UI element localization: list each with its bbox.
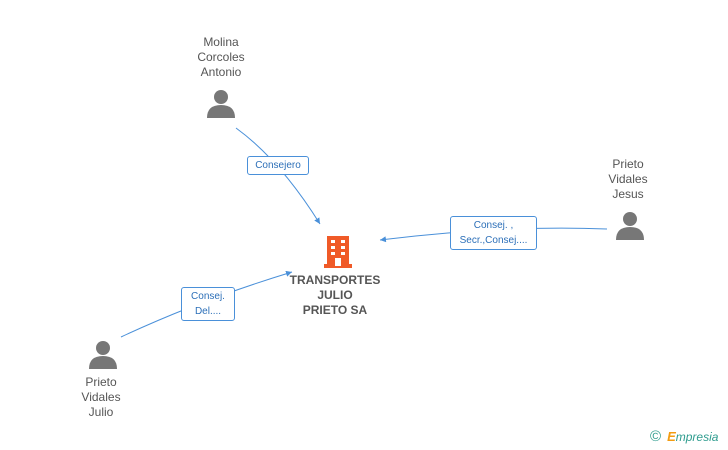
person-name-line: Julio [88,405,114,419]
brand-rest: mpresia [675,430,719,444]
brand-e: E [667,429,676,444]
role-line: Consejero [255,160,301,171]
person-name[interactable]: Prieto Vidales Julio [56,375,146,420]
role-line: Consej. [191,291,225,302]
company-name-line: TRANSPORTES [289,273,381,287]
role-line: Del.... [194,306,222,317]
person-name-line: Prieto [612,157,644,171]
brand-wordmark: Empresia [667,429,718,444]
role-label-molina[interactable]: Consejero [247,156,309,175]
person-name-line: Prieto [85,375,117,389]
person-name-line: Corcoles [197,50,245,64]
person-name-line: Jesus [612,187,644,201]
person-name[interactable]: Prieto Vidales Jesus [583,157,673,202]
company-name-line: PRIETO SA [302,303,368,317]
person-icon [89,341,117,369]
person-icon [207,90,235,118]
person-name-line: Antonio [200,65,242,79]
person-name[interactable]: Molina Corcoles Antonio [176,35,266,80]
person-name-line: Vidales [608,172,648,186]
person-icon [616,212,644,240]
role-label-prieto-jesus[interactable]: Consej. , Secr.,Consej.... [450,216,537,250]
company-name-line: JULIO [317,288,353,302]
person-name-line: Molina [203,35,239,49]
edge-molina-company [235,127,321,225]
role-line: Secr.,Consej.... [459,235,528,246]
company-name[interactable]: TRANSPORTES JULIO PRIETO SA [280,273,390,318]
role-label-prieto-julio[interactable]: Consej. Del.... [181,287,235,321]
building-icon [324,236,352,268]
role-line: Consej. , [473,220,514,231]
empresia-logo: © Empresia [650,428,718,445]
copyright-icon: © [650,428,662,445]
person-name-line: Vidales [81,390,121,404]
